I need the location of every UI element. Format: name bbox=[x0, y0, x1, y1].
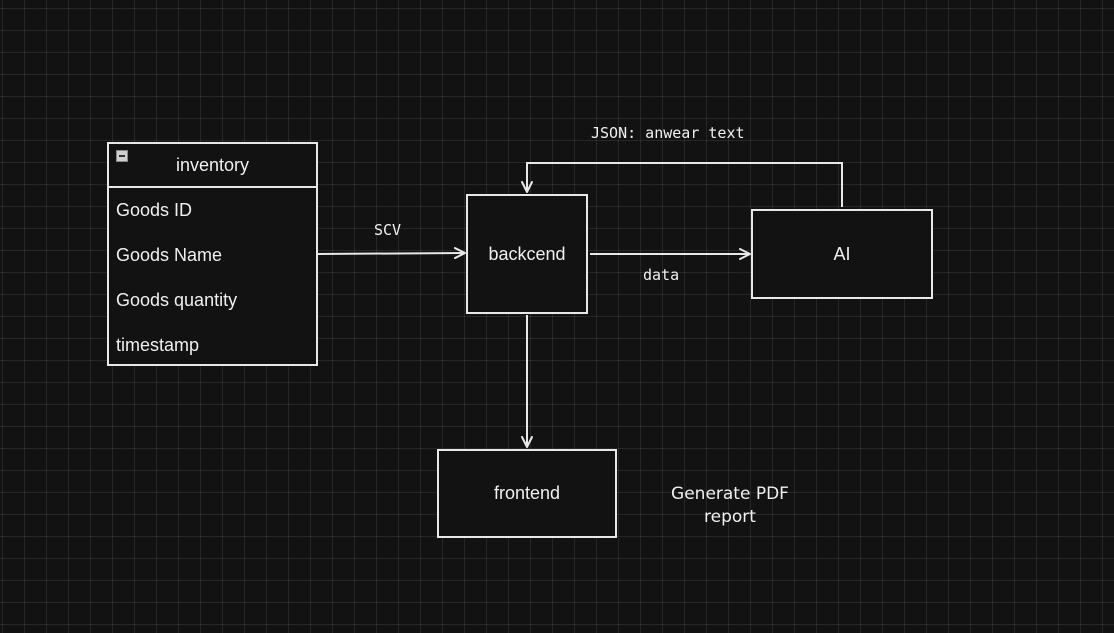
ai-node-label: AI bbox=[833, 243, 851, 264]
ai-node[interactable]: AI bbox=[751, 209, 933, 299]
table-row[interactable]: Goods Name bbox=[116, 245, 223, 265]
arrow-inventory-to-backcend bbox=[317, 247, 466, 260]
data-edge-label[interactable]: data bbox=[643, 266, 680, 284]
generate-pdf-note[interactable]: Generate PDF report bbox=[671, 484, 789, 527]
json-edge-label[interactable]: JSON: anwear text bbox=[591, 124, 745, 142]
inventory-table-title: inventory bbox=[175, 154, 250, 175]
backcend-node[interactable]: backcend bbox=[466, 194, 588, 314]
frontend-node[interactable]: frontend bbox=[437, 449, 617, 538]
inventory-table-header[interactable]: inventory bbox=[109, 144, 316, 188]
inventory-table[interactable]: inventory Goods ID Goods Name Goods quan… bbox=[107, 142, 318, 366]
table-row[interactable]: Goods quantity bbox=[116, 290, 238, 310]
collapse-icon[interactable] bbox=[116, 150, 128, 162]
backcend-node-label: backcend bbox=[488, 243, 566, 264]
scv-edge-label[interactable]: SCV bbox=[374, 221, 402, 239]
frontend-node-label: frontend bbox=[493, 483, 561, 503]
table-row[interactable]: timestamp bbox=[116, 335, 200, 355]
table-row[interactable]: Goods ID bbox=[116, 200, 193, 220]
